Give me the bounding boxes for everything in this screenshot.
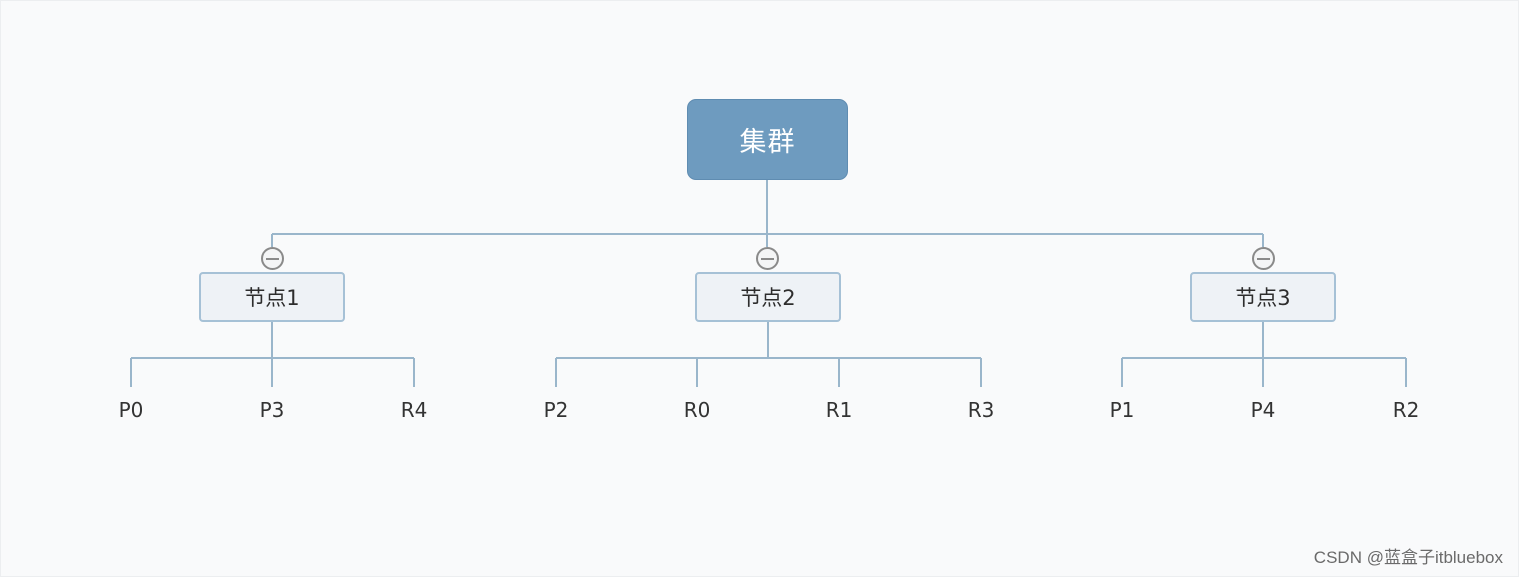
shard-label-p4[interactable]: P4 xyxy=(1250,398,1276,422)
shard-label-r2[interactable]: R2 xyxy=(1392,398,1420,422)
shard-label-p2[interactable]: P2 xyxy=(543,398,569,422)
root-node-label: 集群 xyxy=(739,127,796,158)
watermark-text: CSDN @蓝盒子itbluebox xyxy=(1313,548,1503,567)
shard-label-r1[interactable]: R1 xyxy=(825,398,853,422)
shard-label-p0[interactable]: P0 xyxy=(118,398,144,422)
shard-label-r3[interactable]: R3 xyxy=(967,398,995,422)
node-2[interactable]: 节点2 xyxy=(695,272,841,322)
node-label: 节点3 xyxy=(1235,286,1291,310)
shard-label-r0[interactable]: R0 xyxy=(683,398,711,422)
node-label: 节点1 xyxy=(244,286,300,310)
shard-label-r4[interactable]: R4 xyxy=(400,398,428,422)
shard-label-p1[interactable]: P1 xyxy=(1109,398,1135,422)
root-node-cluster[interactable]: 集群 xyxy=(687,99,848,180)
minus-circle-icon[interactable] xyxy=(1251,247,1275,270)
shard-label-p3[interactable]: P3 xyxy=(259,398,285,422)
node-label: 节点2 xyxy=(740,286,796,310)
minus-circle-icon[interactable] xyxy=(755,247,779,270)
minus-circle-icon[interactable] xyxy=(260,247,284,270)
node-1[interactable]: 节点1 xyxy=(199,272,345,322)
node-3[interactable]: 节点3 xyxy=(1190,272,1336,322)
